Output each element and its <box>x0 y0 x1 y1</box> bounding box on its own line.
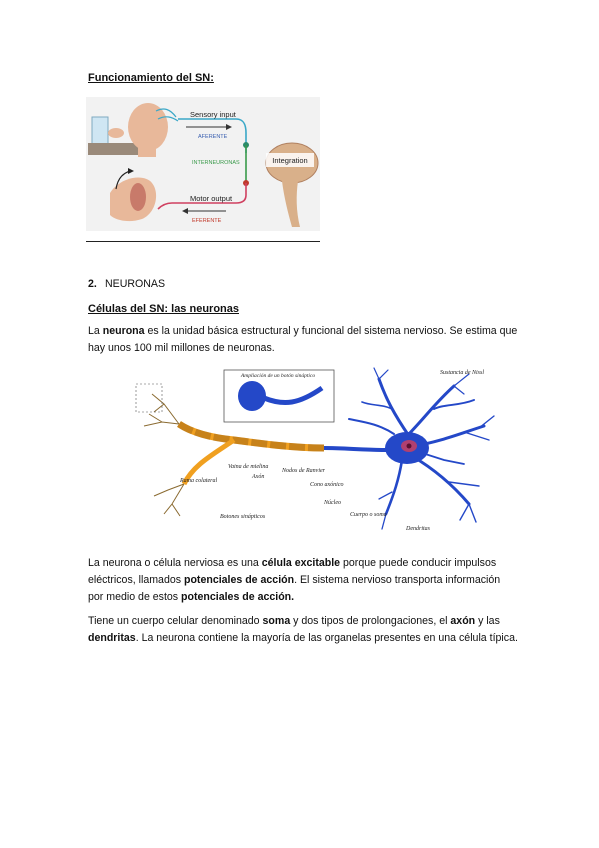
ampliacion-label: Ampliación de un botón sináptico <box>240 373 315 379</box>
cono-label: Cono axónico <box>310 482 344 488</box>
motor-output-label: Motor output <box>190 194 233 203</box>
axon-shape <box>177 421 325 452</box>
section-title-funcionamiento: Funcionamiento del SN: <box>88 72 214 84</box>
axon-label: Axón <box>251 474 264 480</box>
sensory-input-label: Sensory input <box>190 110 237 119</box>
paragraph-neurona-definicion: La neurona es la unidad básica estructur… <box>88 325 518 354</box>
dendritas-label: Dendritas <box>405 526 431 532</box>
paragraph-soma-prolongaciones: Tiene un cuerpo celular denominado soma … <box>88 615 518 644</box>
botones-label: Botones sinápticos <box>220 514 266 520</box>
subtitle-celulas: Células del SN: las neuronas <box>88 303 239 315</box>
vaina-label: Vaina de mielina <box>228 464 268 470</box>
head-shape <box>128 103 168 151</box>
separator-line <box>86 241 320 242</box>
efferent-path <box>157 183 247 210</box>
paragraph-celula-excitable: La neurona o célula nerviosa es una célu… <box>88 557 501 603</box>
synaptic-button-shape <box>238 381 266 411</box>
table-shape <box>88 143 138 155</box>
aferente-label: AFERENTE <box>198 134 228 140</box>
curved-arrow-icon <box>128 168 134 174</box>
nucleo-label: Núcleo <box>323 500 341 506</box>
section-title-neuronas: NEURONAS <box>105 278 166 290</box>
cuerpo-label: Cuerpo o soma <box>350 512 387 518</box>
neuron-diagram: Ampliación de un botón sináptico Sustanc… <box>135 367 495 532</box>
sn-function-diagram: Integration Sensory input AFERENTE INTER… <box>88 103 319 227</box>
sustancia-label: Sustancia de Nissl <box>440 370 484 376</box>
eferente-label: EFERENTE <box>192 218 222 224</box>
sn-function-figure: Integration Sensory input AFERENTE INTER… <box>86 97 320 231</box>
integration-label: Integration <box>272 156 307 165</box>
neuron-figure: Ampliación de un botón sináptico Sustanc… <box>124 364 498 534</box>
spinal-cord-shape <box>282 181 300 227</box>
section-number: 2. <box>88 278 97 290</box>
rama-label: Rama colateral <box>179 478 217 484</box>
arrow-left-icon <box>182 208 188 214</box>
nodos-label: Nodos de Ranvier <box>281 468 326 474</box>
interneuronas-label: INTERNEURONAS <box>192 160 240 166</box>
glass-icon <box>91 116 109 146</box>
arrow-right-icon <box>226 124 232 130</box>
hand-shape <box>108 128 124 138</box>
afferent-path <box>178 118 247 153</box>
